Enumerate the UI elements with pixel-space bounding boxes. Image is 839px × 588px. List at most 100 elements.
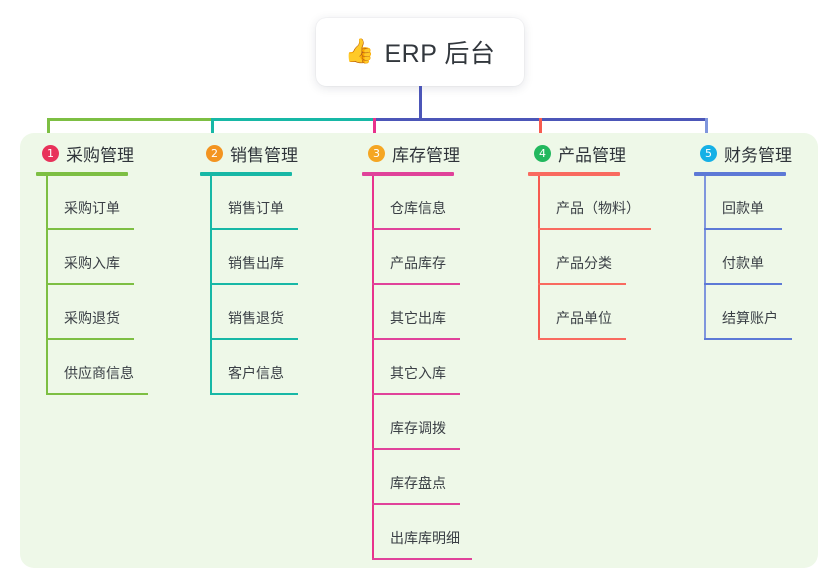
leaf-item[interactable]: 采购入库 [36, 231, 134, 286]
drop-stem-5 [705, 118, 708, 146]
column-title: 采购管理 [66, 145, 134, 165]
leaf-label: 产品单位 [556, 310, 612, 326]
column-header-5[interactable]: 5 财务管理 [694, 140, 792, 166]
column-branch: 回款单付款单结算账户 [694, 176, 792, 341]
leaf-item[interactable]: 采购退货 [36, 286, 134, 341]
leaf-label: 客户信息 [228, 365, 284, 381]
column-badge-5: 5 [700, 144, 717, 162]
leaf-label: 销售退货 [228, 310, 284, 326]
leaf-rule [372, 448, 460, 450]
column-header-rule [694, 172, 786, 176]
bus-segment-1 [47, 118, 211, 121]
leaf-label: 产品分类 [556, 255, 612, 271]
leaf-label: 销售订单 [228, 200, 284, 216]
leaf-item[interactable]: 销售退货 [200, 286, 298, 341]
root-stem-connector [419, 86, 422, 121]
column-header-1[interactable]: 1 采购管理 [36, 140, 134, 166]
leaf-item[interactable]: 出库库明细 [362, 506, 472, 561]
column-branch: 采购订单采购入库采购退货供应商信息 [36, 176, 148, 396]
column-branch: 产品（物料） 产品分类产品单位 [528, 176, 651, 341]
leaf-rule [46, 338, 134, 340]
leaf-label: 其它入库 [390, 365, 446, 381]
leaf-label: 其它出库 [390, 310, 446, 326]
leaf-label: 出库库明细 [390, 530, 460, 546]
column-header-rule [36, 172, 128, 176]
leaf-label: 产品（物料） [556, 200, 640, 216]
leaf-item[interactable]: 其它出库 [362, 286, 460, 341]
leaf-item[interactable]: 产品分类 [528, 231, 626, 286]
column-header-rule [200, 172, 292, 176]
bus-segment-2 [211, 118, 373, 121]
column-spine [46, 176, 48, 395]
diagram-panel [20, 133, 818, 568]
leaf-item[interactable]: 销售出库 [200, 231, 298, 286]
leaf-item[interactable]: 供应商信息 [36, 341, 148, 396]
column-header-3[interactable]: 3 库存管理 [362, 140, 460, 166]
column-spine [538, 176, 540, 340]
leaf-rule [46, 228, 134, 230]
leaf-rule [210, 393, 298, 395]
leaf-rule [538, 338, 626, 340]
column-财务管理: 5 财务管理回款单付款单结算账户 [694, 140, 792, 341]
leaf-item[interactable]: 库存盘点 [362, 451, 460, 506]
leaf-label: 付款单 [722, 255, 764, 271]
leaf-rule [372, 558, 472, 560]
leaf-label: 销售出库 [228, 255, 284, 271]
leaf-item[interactable]: 库存调拨 [362, 396, 460, 451]
drop-stem-2 [211, 118, 214, 146]
column-badge-1: 1 [42, 144, 59, 162]
leaf-rule [46, 283, 134, 285]
thumbs-up-icon: 👍 [344, 38, 375, 65]
leaf-item[interactable]: 付款单 [694, 231, 792, 286]
leaf-rule [210, 228, 298, 230]
leaf-item[interactable]: 回款单 [694, 176, 792, 231]
column-spine [210, 176, 212, 395]
leaf-item[interactable]: 产品库存 [362, 231, 460, 286]
column-branch: 销售订单销售出库销售退货客户信息 [200, 176, 298, 396]
column-spine [704, 176, 706, 340]
column-branch: 仓库信息产品库存其它出库其它入库库存调拨库存盘点出库库明细 [362, 176, 472, 561]
leaf-label: 采购退货 [64, 310, 120, 326]
leaf-item[interactable]: 其它入库 [362, 341, 460, 396]
leaf-label: 结算账户 [722, 310, 778, 326]
leaf-rule [372, 393, 460, 395]
leaf-label: 采购订单 [64, 200, 120, 216]
leaf-item[interactable]: 产品（物料） [528, 176, 651, 231]
column-header-rule [528, 172, 620, 176]
column-badge-4: 4 [534, 144, 551, 162]
column-title: 财务管理 [724, 145, 792, 165]
column-库存管理: 3 库存管理仓库信息产品库存其它出库其它入库库存调拨库存盘点出库库明细 [362, 140, 472, 561]
leaf-item[interactable]: 结算账户 [694, 286, 792, 341]
leaf-label: 仓库信息 [390, 200, 446, 216]
leaf-item[interactable]: 销售订单 [200, 176, 298, 231]
drop-stem-1 [47, 118, 50, 146]
leaf-label: 采购入库 [64, 255, 120, 271]
leaf-rule [372, 283, 460, 285]
root-title: ERP 后台 [384, 40, 496, 68]
drop-stem-4 [539, 118, 542, 146]
column-badge-3: 3 [368, 144, 385, 162]
column-title: 库存管理 [392, 145, 460, 165]
leaf-item[interactable]: 客户信息 [200, 341, 298, 396]
leaf-label: 库存调拨 [390, 420, 446, 436]
leaf-rule [372, 338, 460, 340]
leaf-item[interactable]: 采购订单 [36, 176, 134, 231]
leaf-label: 库存盘点 [390, 475, 446, 491]
leaf-rule [372, 503, 460, 505]
leaf-rule [704, 338, 792, 340]
column-badge-2: 2 [206, 144, 223, 162]
column-header-rule [362, 172, 454, 176]
column-spine [372, 176, 374, 560]
column-采购管理: 1 采购管理采购订单采购入库采购退货供应商信息 [36, 140, 148, 396]
leaf-label: 回款单 [722, 200, 764, 216]
leaf-item[interactable]: 产品单位 [528, 286, 626, 341]
leaf-rule [210, 283, 298, 285]
leaf-rule [538, 283, 626, 285]
root-node[interactable]: 👍 ERP 后台 [316, 18, 524, 86]
leaf-rule [704, 283, 782, 285]
leaf-item[interactable]: 仓库信息 [362, 176, 460, 231]
